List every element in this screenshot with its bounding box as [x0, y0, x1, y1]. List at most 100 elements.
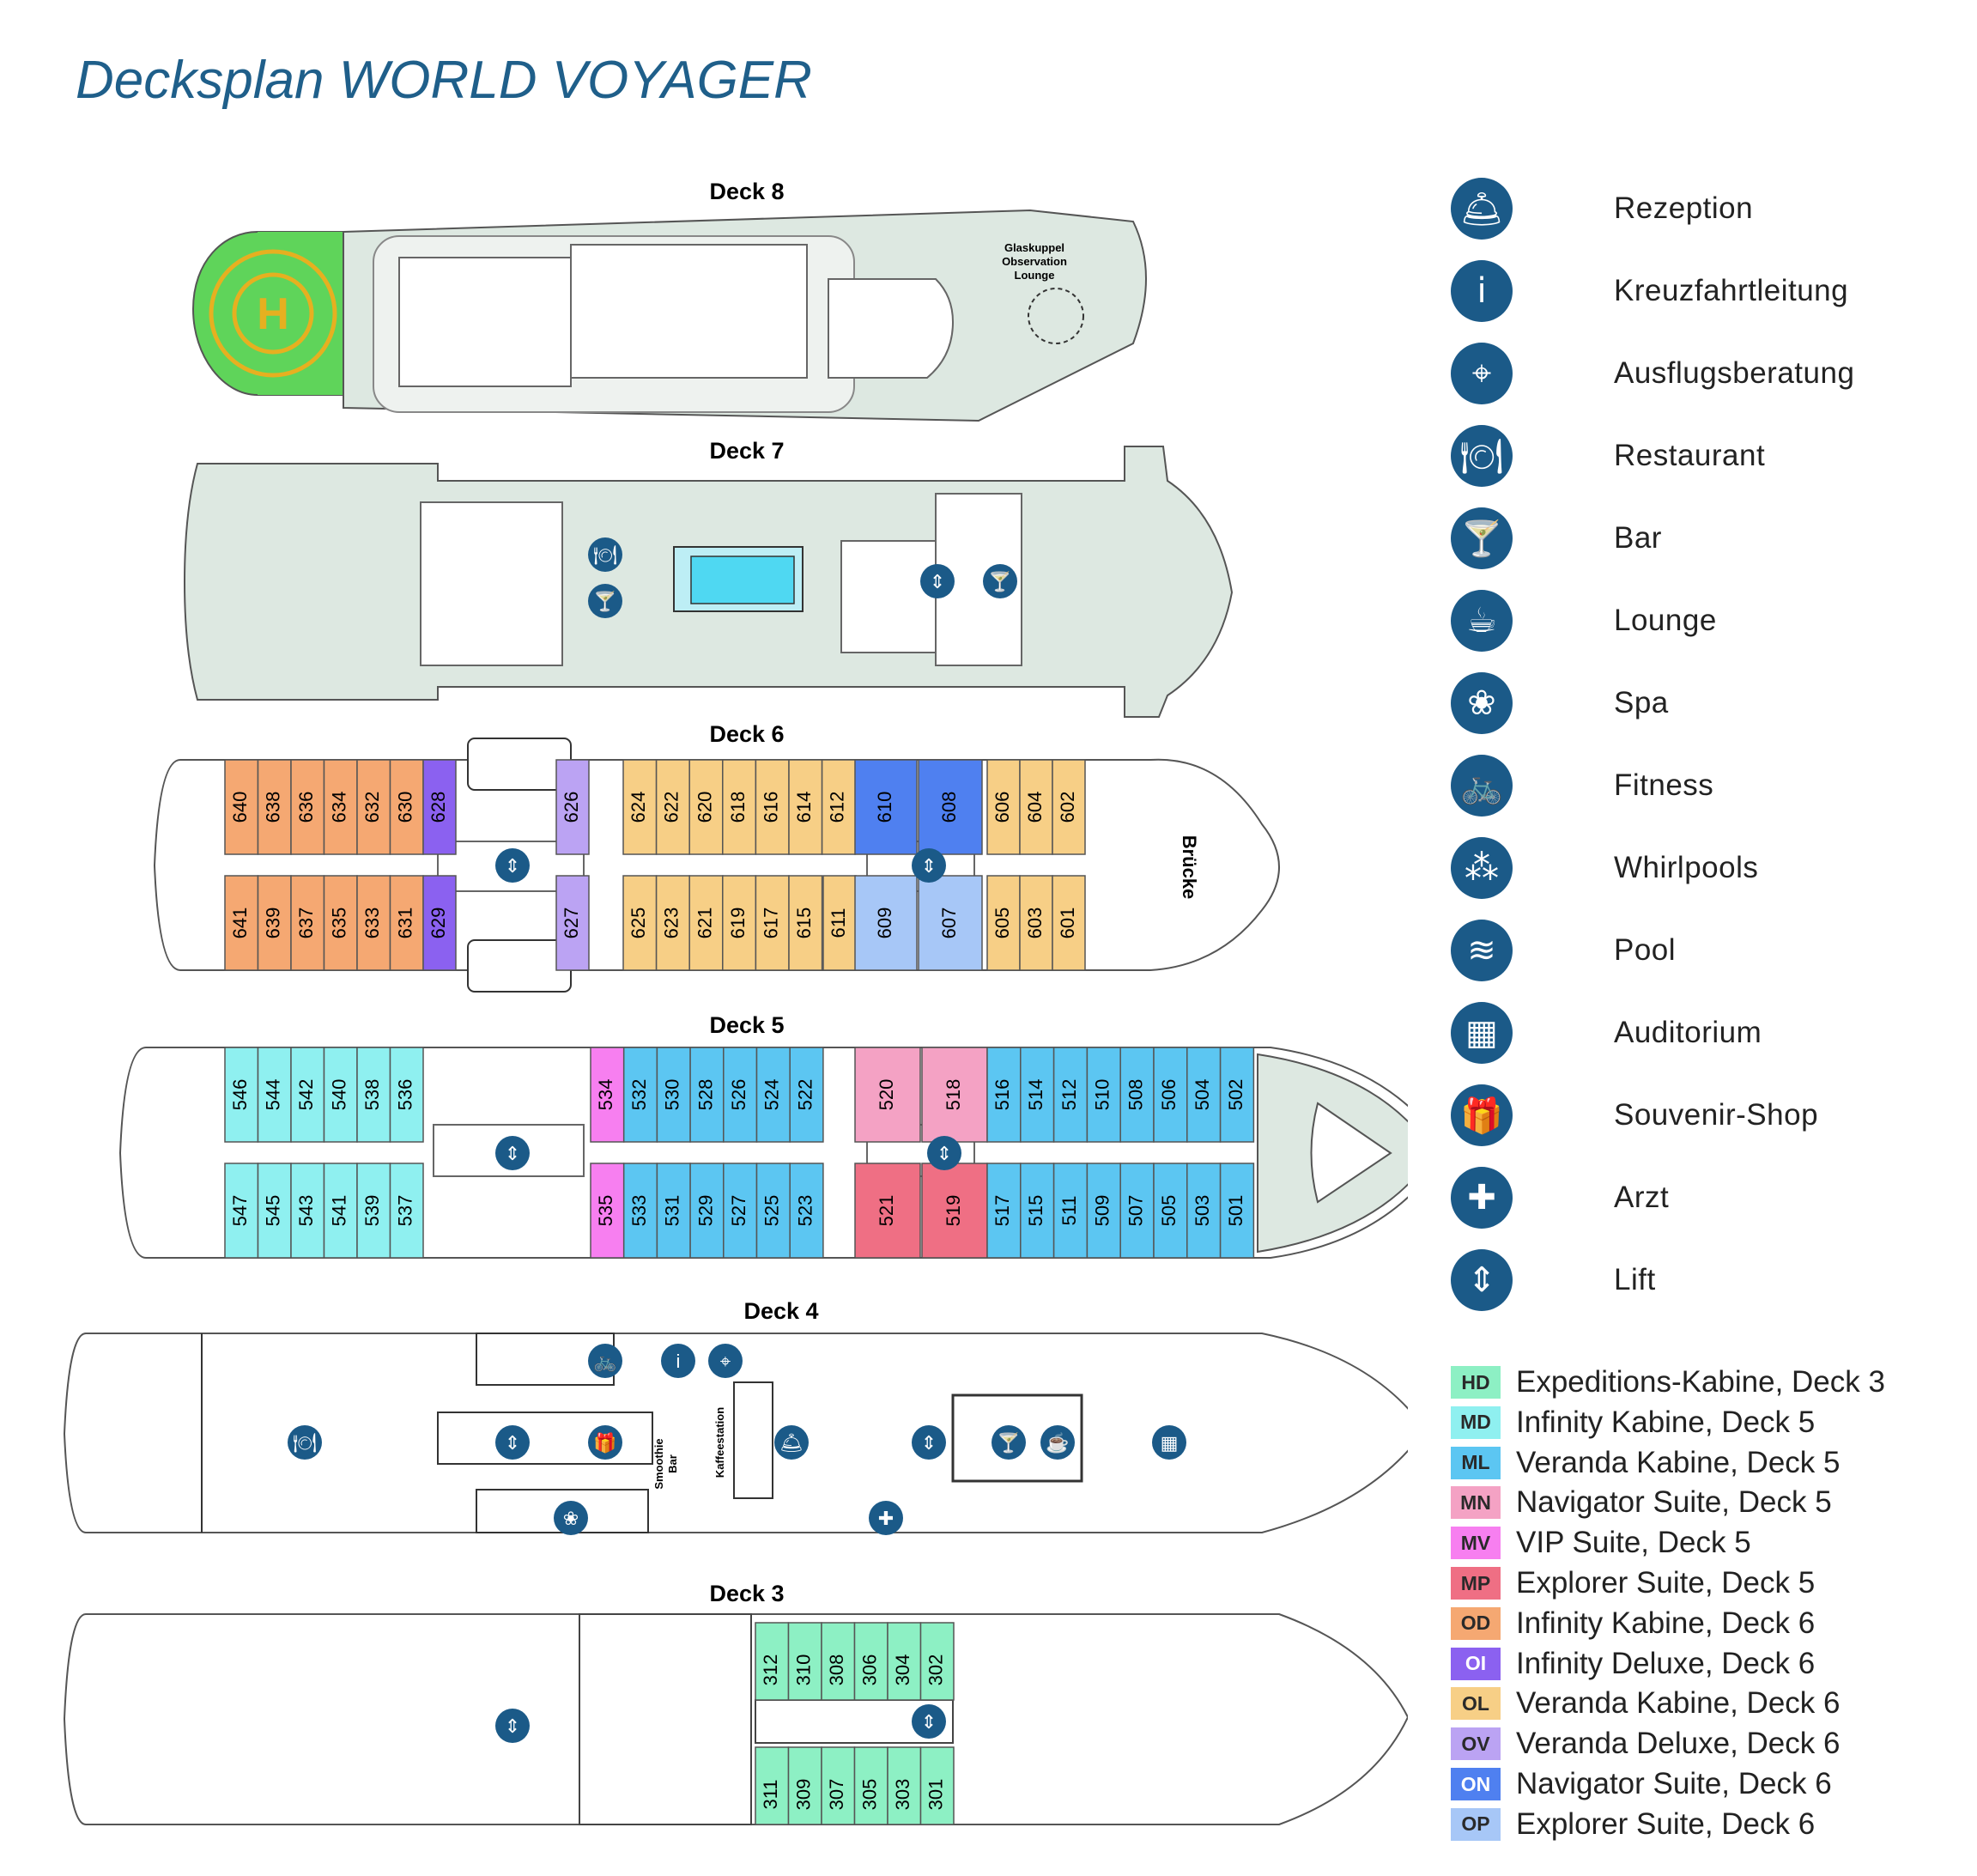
- lift-icon-glyph: ⇕: [505, 1432, 520, 1454]
- cabin-609[interactable]: [854, 875, 918, 971]
- cabin-number: 538: [361, 1079, 383, 1111]
- cabin-625[interactable]: [622, 875, 658, 971]
- cabin-641[interactable]: [224, 875, 259, 971]
- cabin-601[interactable]: [1052, 875, 1086, 971]
- cocktail-icon-glyph: 🍸: [988, 570, 1011, 592]
- cabin-616[interactable]: [755, 759, 790, 855]
- cabin-514[interactable]: [1020, 1047, 1055, 1143]
- cabin-312[interactable]: [755, 1622, 790, 1701]
- cabin-512[interactable]: [1052, 1047, 1089, 1143]
- cabin-545[interactable]: [257, 1163, 292, 1259]
- cabin-611[interactable]: [822, 875, 857, 971]
- cabin-639[interactable]: [257, 875, 292, 971]
- restaurant-icon-glyph: 🍽: [293, 1432, 317, 1454]
- cabin-527[interactable]: [723, 1163, 758, 1259]
- cabin-608[interactable]: [918, 759, 983, 855]
- cabin-number: 625: [628, 908, 649, 939]
- cabin-636[interactable]: [290, 759, 325, 855]
- cabin-302[interactable]: [919, 1622, 955, 1701]
- cabin-536[interactable]: [389, 1047, 424, 1143]
- cabin-628[interactable]: [422, 759, 457, 855]
- cabin-507[interactable]: [1119, 1163, 1155, 1259]
- lift-icon: [912, 848, 946, 883]
- cabin-624[interactable]: [622, 759, 658, 855]
- cabin-623[interactable]: [655, 875, 690, 971]
- cabin-602[interactable]: [1052, 759, 1086, 855]
- cabin-517[interactable]: [986, 1163, 1022, 1259]
- cabin-code-badge: MP: [1451, 1567, 1501, 1600]
- cabin-524[interactable]: [755, 1047, 791, 1143]
- cabin-501[interactable]: [1219, 1163, 1255, 1259]
- cabin-310[interactable]: [787, 1622, 822, 1701]
- cabin-544[interactable]: [257, 1047, 292, 1143]
- cabin-528[interactable]: [689, 1047, 725, 1143]
- cabin-307[interactable]: [821, 1746, 856, 1825]
- cabin-640[interactable]: [224, 759, 259, 855]
- cabin-631[interactable]: [389, 875, 424, 971]
- lift-icon-glyph: ⇕: [930, 571, 945, 592]
- cabin-number: 630: [395, 792, 416, 823]
- cabin-515[interactable]: [1020, 1163, 1055, 1259]
- cabin-633[interactable]: [356, 875, 391, 971]
- cabin-505[interactable]: [1153, 1163, 1188, 1259]
- cabin-number: 603: [1024, 908, 1046, 939]
- cabin-520[interactable]: [854, 1047, 921, 1143]
- cabin-519[interactable]: [921, 1163, 988, 1259]
- cabin-529[interactable]: [689, 1163, 725, 1259]
- cabin-535[interactable]: [590, 1163, 625, 1259]
- cabin-610[interactable]: [854, 759, 918, 855]
- cabin-622[interactable]: [655, 759, 690, 855]
- cabin-537[interactable]: [389, 1163, 424, 1259]
- cabin-547[interactable]: [224, 1163, 259, 1259]
- legend-label: Bar: [1614, 521, 1662, 555]
- cabin-538[interactable]: [356, 1047, 391, 1143]
- cabin-number: 537: [395, 1195, 416, 1227]
- cabin-number: 617: [761, 908, 782, 939]
- cabin-526[interactable]: [723, 1047, 758, 1143]
- cabin-502[interactable]: [1219, 1047, 1255, 1143]
- cabin-542[interactable]: [290, 1047, 325, 1143]
- cabin-308[interactable]: [821, 1622, 856, 1701]
- cabin-531[interactable]: [656, 1163, 691, 1259]
- cabin-301[interactable]: [919, 1746, 955, 1825]
- cabin-508[interactable]: [1119, 1047, 1155, 1143]
- cabin-637[interactable]: [290, 875, 325, 971]
- cabin-511[interactable]: [1052, 1163, 1089, 1259]
- cabin-503[interactable]: [1186, 1163, 1222, 1259]
- cabin-546[interactable]: [224, 1047, 259, 1143]
- cabin-604[interactable]: [1019, 759, 1053, 855]
- cabin-632[interactable]: [356, 759, 391, 855]
- cabin-311[interactable]: [755, 1746, 790, 1825]
- cabin-621[interactable]: [688, 875, 724, 971]
- cabin-521[interactable]: [854, 1163, 921, 1259]
- cabin-532[interactable]: [622, 1047, 658, 1143]
- cabin-541[interactable]: [323, 1163, 358, 1259]
- cabin-630[interactable]: [389, 759, 424, 855]
- cabin-legend-label: Navigator Suite, Deck 6: [1516, 1767, 1832, 1800]
- cabin-522[interactable]: [789, 1047, 824, 1143]
- cabin-number: 614: [793, 792, 815, 823]
- cabin-612[interactable]: [821, 759, 856, 855]
- cabin-603[interactable]: [1019, 875, 1053, 971]
- cabin-number: 516: [992, 1079, 1013, 1111]
- cabin-605[interactable]: [986, 875, 1021, 971]
- cabin-516[interactable]: [986, 1047, 1022, 1143]
- cabin-614[interactable]: [788, 759, 823, 855]
- cabin-615[interactable]: [788, 875, 823, 971]
- cabin-607[interactable]: [918, 875, 983, 971]
- cabin-626[interactable]: [555, 759, 590, 855]
- cabin-523[interactable]: [789, 1163, 824, 1259]
- cabin-number: 526: [728, 1079, 749, 1111]
- cabin-540[interactable]: [323, 1047, 358, 1143]
- deck3-outline: [63, 1613, 1408, 1825]
- cabin-627[interactable]: [555, 875, 590, 971]
- cabin-number: 624: [628, 792, 649, 823]
- cabin-506[interactable]: [1153, 1047, 1188, 1143]
- cabin-543[interactable]: [290, 1163, 325, 1259]
- cabin-304[interactable]: [887, 1622, 922, 1701]
- legend-label: Souvenir-Shop: [1614, 1098, 1819, 1132]
- deck6-label: Deck 6: [709, 721, 784, 747]
- cabin-629[interactable]: [422, 875, 457, 971]
